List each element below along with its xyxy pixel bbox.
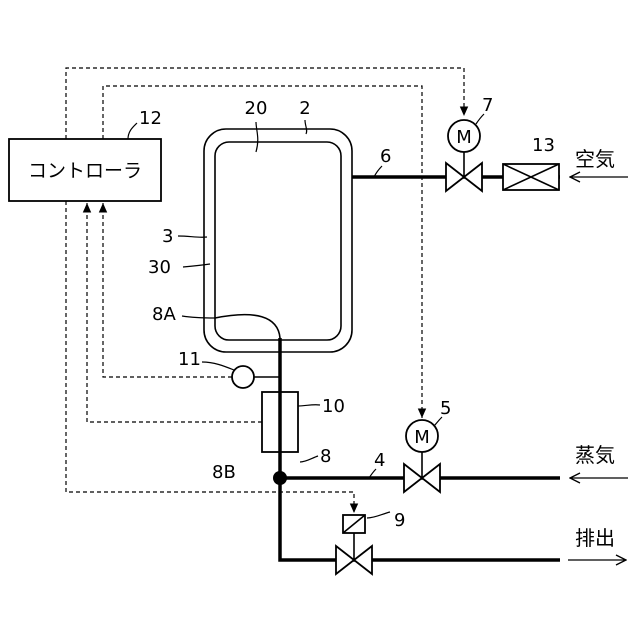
leader-11 bbox=[202, 362, 234, 370]
label-5: 5 bbox=[440, 398, 451, 419]
internal-drain-line bbox=[215, 315, 280, 348]
controller-label: コントローラ bbox=[28, 160, 142, 182]
steam-label: 蒸気 bbox=[575, 443, 615, 467]
motor-label-7: M bbox=[456, 127, 472, 148]
leader-8A bbox=[182, 316, 215, 318]
leader-12 bbox=[128, 123, 137, 139]
label-30: 30 bbox=[148, 257, 171, 278]
air-label: 空気 bbox=[575, 147, 615, 171]
label-4: 4 bbox=[374, 450, 385, 471]
label-12: 12 bbox=[139, 108, 162, 129]
label-8A: 8A bbox=[152, 304, 176, 325]
label-10: 10 bbox=[322, 396, 345, 417]
air-valve-left bbox=[446, 163, 464, 191]
leader-20 bbox=[256, 122, 258, 152]
air-valve-right bbox=[464, 163, 482, 191]
leader-30 bbox=[183, 264, 210, 267]
steam-valve-left bbox=[404, 464, 422, 492]
label-2: 2 bbox=[299, 98, 310, 119]
label-11: 11 bbox=[178, 349, 201, 370]
drain-valve-left bbox=[336, 546, 354, 574]
junction-8B bbox=[273, 471, 287, 485]
drain-valve-right bbox=[354, 546, 372, 574]
leader-10 bbox=[298, 405, 320, 406]
leader-5 bbox=[434, 417, 442, 426]
label-13: 13 bbox=[532, 135, 555, 156]
label-9: 9 bbox=[394, 510, 405, 531]
leader-2 bbox=[305, 120, 307, 134]
controller-box: コントローラ bbox=[9, 139, 161, 201]
tank-inner-wall bbox=[215, 142, 341, 340]
leader-8 bbox=[300, 456, 318, 462]
label-20: 20 bbox=[245, 98, 268, 119]
motor-label-5: M bbox=[414, 427, 430, 448]
steam-valve-right bbox=[422, 464, 440, 492]
leader-7 bbox=[476, 114, 484, 124]
leader-3 bbox=[178, 236, 207, 237]
label-7: 7 bbox=[482, 95, 493, 116]
label-3: 3 bbox=[162, 226, 173, 247]
leader-9 bbox=[367, 512, 390, 518]
signal-to-valve-5 bbox=[103, 86, 422, 418]
sensor-11 bbox=[232, 366, 254, 388]
label-8: 8 bbox=[320, 446, 331, 467]
tank-outer-wall bbox=[204, 129, 352, 352]
signal-to-valve-9 bbox=[66, 201, 354, 513]
exhaust-label: 排出 bbox=[575, 526, 615, 550]
label-8B: 8B bbox=[212, 462, 236, 483]
label-6: 6 bbox=[380, 146, 391, 167]
